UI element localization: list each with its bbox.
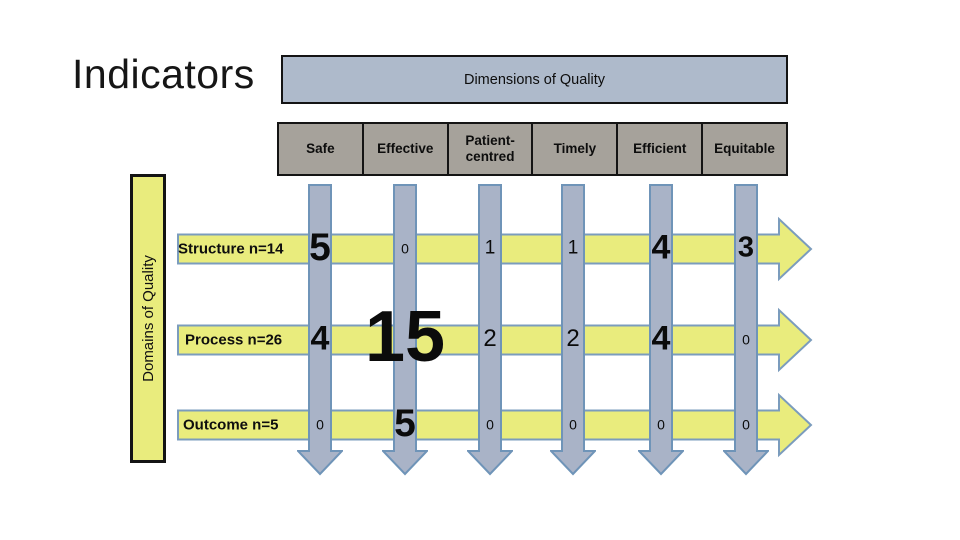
cell-count-structure-efficient: 4 (651, 228, 671, 267)
row-label-structure: Structure n=14 (178, 240, 284, 258)
cell-count-outcome-timely: 0 (569, 416, 577, 433)
dimensions-header: Dimensions of Quality (281, 55, 788, 104)
column-arrow-equitable (723, 184, 769, 476)
row-label-outcome: Outcome n=5 (183, 416, 279, 434)
cell-count-outcome-efficient: 0 (657, 416, 665, 433)
column-arrow-efficient (638, 184, 684, 476)
cell-count-structure-effective: 0 (401, 240, 409, 257)
column-header-efficient: Efficient (616, 122, 704, 176)
cell-count-outcome-equitable: 0 (742, 416, 750, 433)
column-header-timely: Timely (531, 122, 619, 176)
column-header-equitable: Equitable (701, 122, 788, 176)
cell-count-structure-patient-centred: 1 (484, 237, 496, 259)
domains-header-label: Domains of Quality (139, 255, 157, 382)
column-header-effective: Effective (361, 122, 449, 176)
cell-count-process-equitable: 0 (742, 331, 750, 348)
cell-count-structure-safe: 5 (309, 225, 331, 269)
cell-count-process-effective: 15 (364, 297, 446, 378)
cell-count-process-timely: 2 (566, 325, 580, 353)
cell-count-outcome-patient-centred: 0 (486, 416, 494, 433)
cell-count-process-patient-centred: 2 (483, 325, 497, 353)
dimensions-header-label: Dimensions of Quality (463, 71, 606, 88)
cell-count-outcome-effective: 5 (394, 401, 416, 445)
cell-count-structure-timely: 1 (567, 237, 579, 259)
slide-title: Indicators (72, 51, 255, 97)
column-header-safe: Safe (277, 122, 364, 176)
cell-count-outcome-safe: 0 (316, 416, 324, 433)
column-arrow-patient-centred (467, 184, 513, 476)
column-arrow-effective (382, 184, 428, 476)
cell-count-structure-equitable: 3 (737, 231, 755, 264)
domains-of-quality-box: Domains of Quality (130, 174, 166, 463)
column-arrow-safe (297, 184, 343, 476)
cell-count-process-efficient: 4 (651, 319, 671, 358)
column-header-patient-centred: Patient-centred (446, 122, 534, 176)
cell-count-process-safe: 4 (310, 319, 330, 358)
column-arrow-timely (550, 184, 596, 476)
row-label-process: Process n=26 (185, 331, 283, 349)
